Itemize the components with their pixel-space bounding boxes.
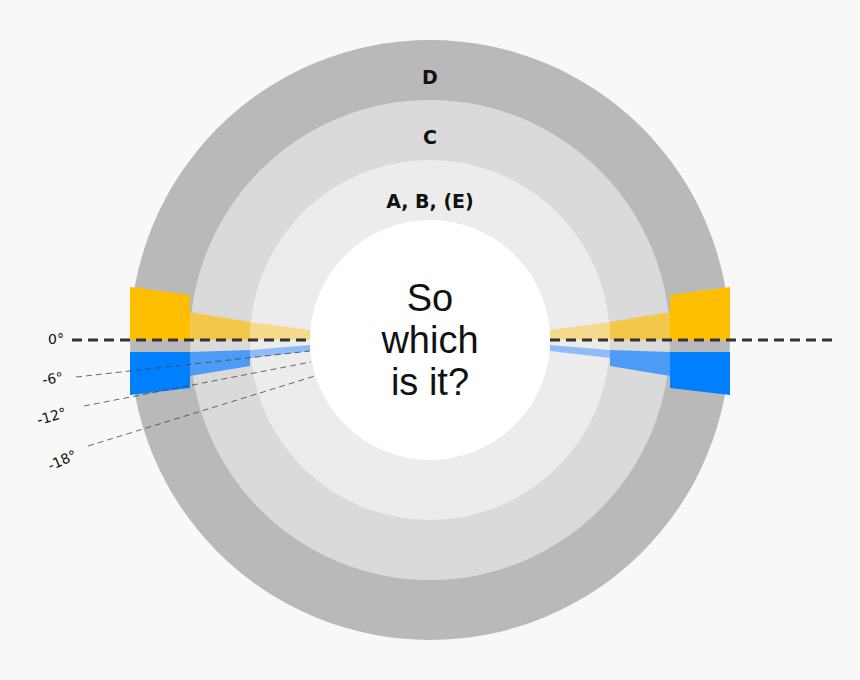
yellow-wedge [610,312,670,340]
yellow-wedge [670,287,730,340]
leader-line [88,376,315,446]
blue-wedge [610,350,670,376]
ring-label: D [130,66,730,88]
question-text: So which is it? [367,277,493,403]
leader-line [84,362,311,406]
angle-label: -18° [45,447,79,474]
ring-band: D C A, B, (E) So which is it? [130,40,730,640]
blue-wedge [250,345,310,358]
center-circle: So which is it? [310,220,550,460]
horizon-line [550,339,832,342]
leader-line [76,351,310,377]
blue-wedge [550,345,610,358]
yellow-wedge [550,322,610,340]
blue-wedge [670,352,730,395]
yellow-wedge [250,322,310,340]
yellow-wedge [190,312,250,340]
blue-wedge [130,352,190,395]
ring-band: A, B, (E) So which is it? [250,160,610,520]
angle-label: -6° [41,369,64,388]
ring-label: A, B, (E) [250,190,610,212]
ring-band: C A, B, (E) So which is it? [190,100,670,580]
ring-label: C [190,126,670,148]
horizon-line [72,339,310,342]
angle-label: 0° [48,331,64,347]
angle-label: -12° [35,404,68,428]
yellow-wedge [130,287,190,340]
center-disc [310,220,550,460]
